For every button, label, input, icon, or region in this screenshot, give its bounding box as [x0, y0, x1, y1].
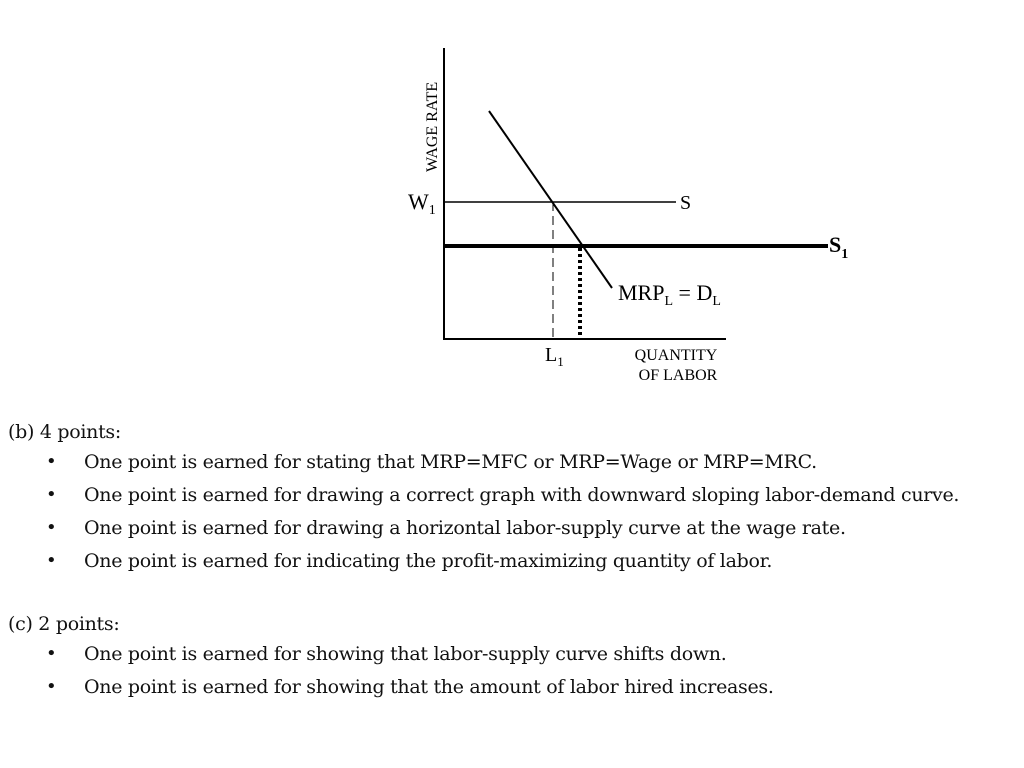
- list-item-text: One point is earned for drawing a correc…: [84, 484, 960, 506]
- list-item-text: One point is earned for stating that MRP…: [84, 451, 817, 473]
- bullet-icon: •: [46, 676, 57, 697]
- section-c: (c) 2 points: • One point is earned for s…: [8, 612, 774, 708]
- s1-label: S1: [829, 232, 848, 262]
- section-b-list: • One point is earned for stating that MR…: [8, 450, 959, 573]
- list-item: • One point is earned for drawing a horiz…: [8, 516, 959, 540]
- list-item: • One point is earned for stating that MR…: [8, 450, 959, 474]
- w1-label: W1: [408, 189, 436, 218]
- x-axis-label-line2: OF LABOR: [639, 367, 718, 384]
- l1-label: L1: [545, 344, 564, 369]
- bullet-icon: •: [46, 643, 57, 664]
- section-b: (b) 4 points: • One point is earned for s…: [8, 420, 959, 582]
- list-item: • One point is earned for showing that la…: [8, 642, 774, 666]
- list-item: • One point is earned for showing that th…: [8, 675, 774, 699]
- bullet-icon: •: [46, 484, 57, 505]
- bullet-icon: •: [46, 550, 57, 571]
- list-item: • One point is earned for indicating the …: [8, 549, 959, 573]
- bullet-icon: •: [46, 517, 57, 538]
- labor-market-graph: WAGE RATE W1 S S1 MRPL = DL L1 QUANTITY …: [408, 48, 848, 384]
- demand-curve-mrp: [488, 110, 613, 289]
- s-label: S: [680, 192, 691, 214]
- list-item-text: One point is earned for drawing a horizo…: [84, 517, 846, 539]
- list-item-text: One point is earned for showing that lab…: [84, 643, 727, 665]
- y-axis-label: WAGE RATE: [424, 82, 441, 172]
- section-c-list: • One point is earned for showing that la…: [8, 642, 774, 699]
- list-item: • One point is earned for drawing a corre…: [8, 483, 959, 507]
- bullet-icon: •: [46, 451, 57, 472]
- x-axis-label-line1: QUANTITY: [635, 347, 718, 364]
- list-item-text: One point is earned for indicating the p…: [84, 550, 773, 572]
- section-c-heading: (c) 2 points:: [8, 613, 120, 635]
- mrp-label: MRPL = DL: [618, 280, 721, 309]
- section-b-heading: (b) 4 points:: [8, 421, 121, 443]
- list-item-text: One point is earned for showing that the…: [84, 676, 774, 698]
